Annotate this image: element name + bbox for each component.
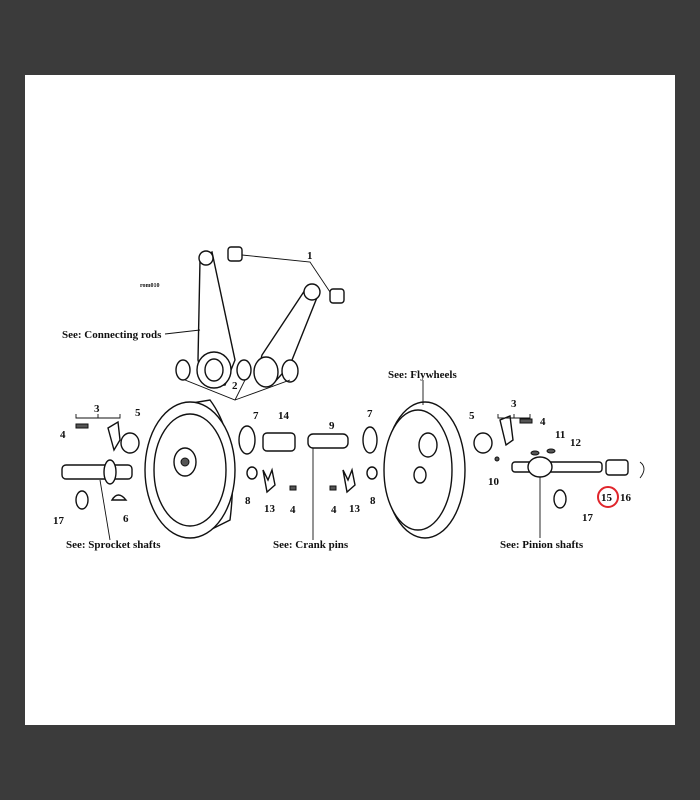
- washer-part-17-right[interactable]: [553, 489, 567, 509]
- pinion-part-3-right[interactable]: [499, 415, 514, 447]
- flywheel-right[interactable]: [383, 401, 466, 539]
- callout: 1: [307, 250, 313, 262]
- nut-part-8-left[interactable]: [246, 466, 258, 480]
- screw-part-4-right[interactable]: [519, 418, 533, 424]
- ref-connecting-rods[interactable]: See: Connecting rods: [62, 329, 162, 341]
- washer-part-17-left[interactable]: [75, 490, 89, 510]
- screw-part-4-left[interactable]: [75, 423, 89, 429]
- callout: 5: [469, 410, 475, 422]
- roller-bearing-part-14[interactable]: [262, 432, 296, 452]
- callout: 6: [123, 513, 129, 525]
- connecting-rod-right[interactable]: [253, 283, 321, 388]
- pinion-shaft[interactable]: [511, 456, 603, 478]
- callout: 9: [329, 420, 335, 432]
- callout: 13: [349, 503, 361, 515]
- part-12[interactable]: [546, 448, 556, 454]
- diagram-code: rom010: [140, 283, 160, 289]
- bushing-part-15[interactable]: [605, 459, 629, 476]
- bushing-part-1[interactable]: [227, 246, 345, 304]
- callout: 17: [582, 512, 594, 524]
- callout: 3: [94, 403, 100, 415]
- ref-crank-pins[interactable]: See: Crank pins: [273, 539, 349, 551]
- callout: 4: [60, 429, 66, 441]
- nut-part-5[interactable]: [120, 432, 140, 454]
- highlight-circle: [597, 486, 619, 508]
- screw-part-4-center-a[interactable]: [289, 485, 297, 491]
- callout: 10: [488, 476, 500, 488]
- pinion-part-3-left[interactable]: [107, 420, 121, 452]
- pinion-part-13-right[interactable]: [342, 467, 356, 494]
- callout: 14: [278, 410, 290, 422]
- connecting-rod-left[interactable]: [196, 250, 236, 389]
- callout: 8: [370, 495, 376, 507]
- bearing-part-2[interactable]: [175, 359, 299, 383]
- nut-part-8-right[interactable]: [366, 466, 378, 480]
- screw-part-4-center-b[interactable]: [329, 485, 337, 491]
- part-11[interactable]: [530, 450, 540, 456]
- ref-pinion-shafts[interactable]: See: Pinion shafts: [500, 539, 584, 551]
- washer-part-5-right[interactable]: [473, 432, 493, 454]
- pin-part-10[interactable]: [494, 456, 500, 462]
- seal-part-7-left[interactable]: [238, 425, 256, 455]
- callout: 7: [253, 410, 259, 422]
- callout: 5: [135, 407, 141, 419]
- callout: 8: [245, 495, 251, 507]
- callout: 16: [620, 492, 632, 504]
- diagram-panel: [25, 75, 675, 725]
- sprocket-shaft[interactable]: [61, 459, 133, 485]
- callout: 3: [511, 398, 517, 410]
- callout: 7: [367, 408, 373, 420]
- snap-ring-part-16[interactable]: [639, 461, 645, 479]
- flywheel-left[interactable]: [144, 399, 236, 539]
- ref-sprocket-shafts[interactable]: See: Sprocket shafts: [66, 539, 161, 551]
- pinion-part-13-left[interactable]: [262, 467, 276, 494]
- key-part-6[interactable]: [110, 494, 128, 501]
- callout: 4: [290, 504, 296, 516]
- callout: 4: [540, 416, 546, 428]
- callout: 2: [232, 380, 238, 392]
- callout: 13: [264, 503, 276, 515]
- seal-part-7-right[interactable]: [362, 426, 378, 454]
- callout: 4: [331, 504, 337, 516]
- ref-flywheels[interactable]: See: Flywheels: [388, 369, 457, 381]
- callout: 17: [53, 515, 65, 527]
- callout: 12: [570, 437, 582, 449]
- callout-highlighted: 15: [601, 492, 613, 504]
- callout: 11: [555, 429, 565, 441]
- crank-pin[interactable]: [307, 433, 349, 449]
